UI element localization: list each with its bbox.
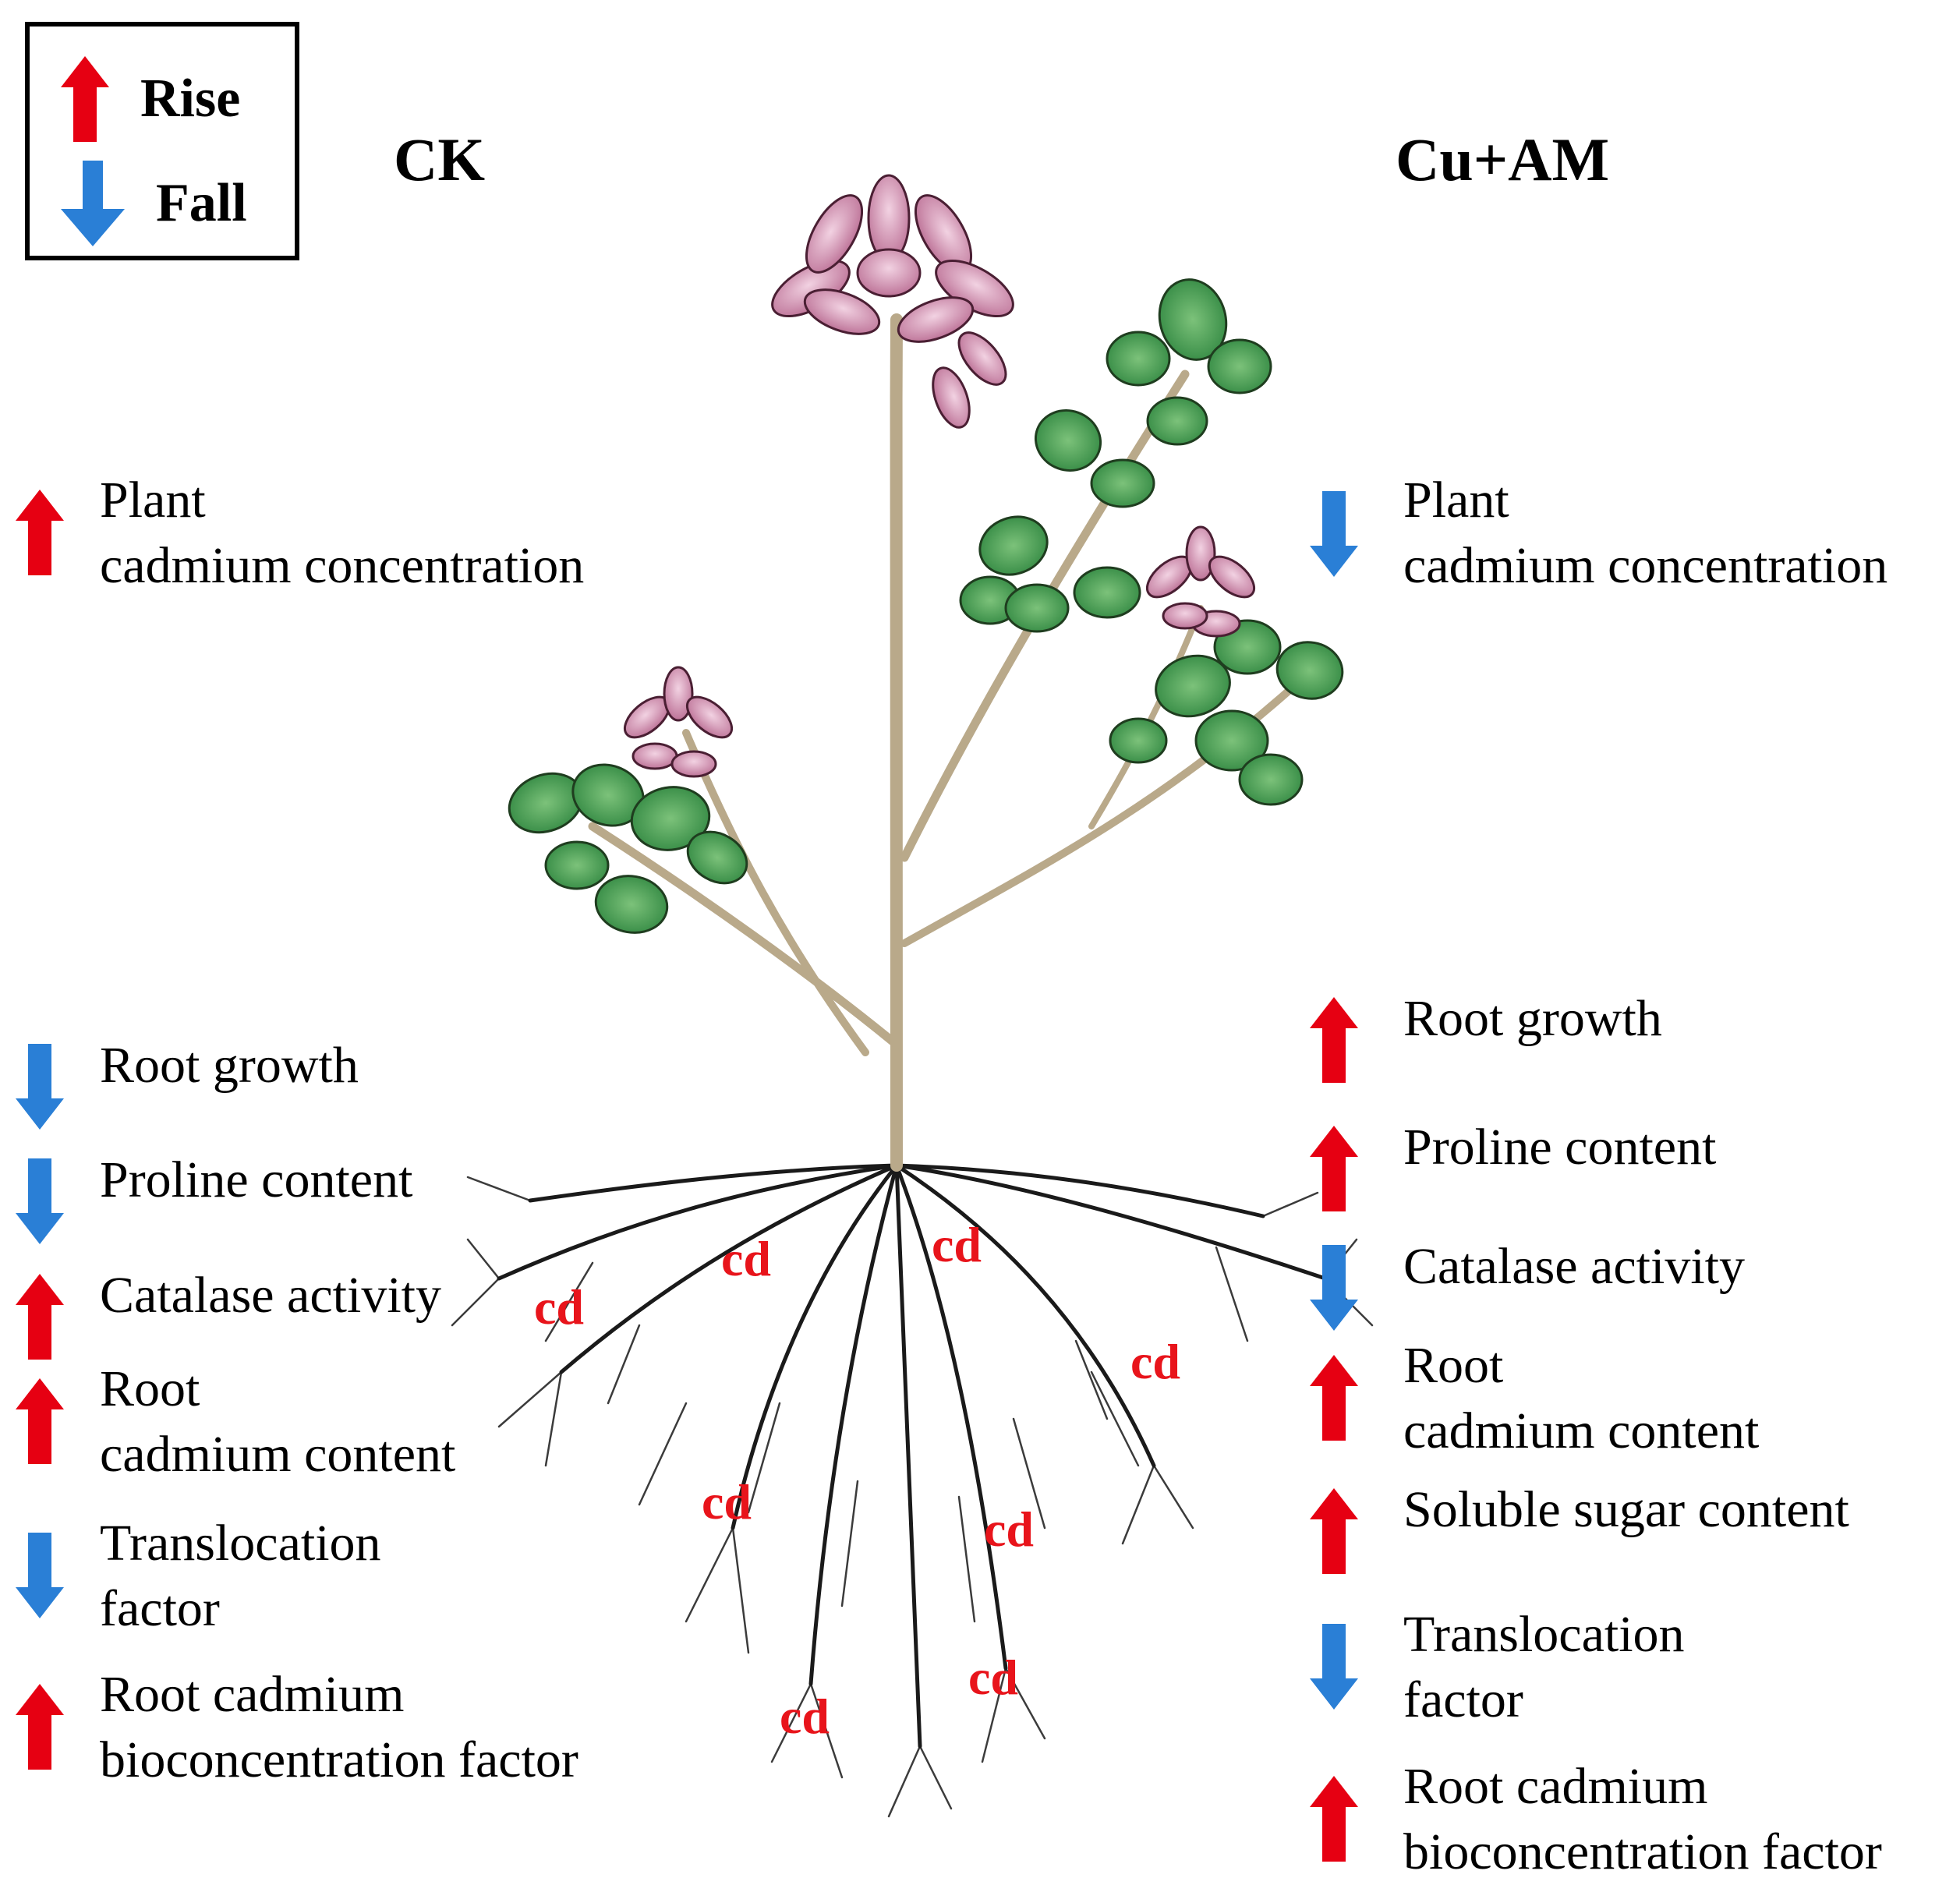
- effect-label: Root cadmium content: [100, 1356, 455, 1487]
- effect-item: Translocation factor: [16, 1511, 381, 1642]
- effect-label-line: Catalase activity: [100, 1267, 441, 1324]
- effect-label: Plant cadmium concentration: [1403, 468, 1887, 599]
- cd-label: cd: [932, 1217, 982, 1272]
- arrow-up-icon: [16, 490, 64, 575]
- arrow-down-icon: [61, 161, 125, 246]
- effect-label-line: Translocation: [1403, 1606, 1685, 1663]
- effect-label: Catalase activity: [1403, 1234, 1745, 1300]
- effect-item: Soluble sugar content: [1310, 1477, 1849, 1574]
- effect-label: Root growth: [1403, 986, 1662, 1052]
- effect-item: Root cadmium bioconcentration factor: [16, 1662, 578, 1793]
- effect-label: Root cadmium bioconcentration factor: [100, 1662, 578, 1793]
- arrow-down-icon: [16, 1533, 64, 1618]
- arrow-up-icon: [16, 1684, 64, 1770]
- effect-label-line: bioconcentration factor: [100, 1731, 578, 1788]
- effect-item: Plant cadmium concentration: [16, 468, 584, 599]
- effect-item: Proline content: [16, 1148, 412, 1244]
- effect-label-line: Soluble sugar content: [1403, 1481, 1849, 1538]
- cd-label: cd: [721, 1231, 771, 1286]
- legend-fall: Fall: [61, 161, 247, 246]
- arrow-down-icon: [16, 1044, 64, 1130]
- effect-label: Root cadmium bioconcentration factor: [1403, 1754, 1882, 1885]
- effect-label-line: factor: [100, 1580, 220, 1637]
- effect-label-line: Root cadmium: [1403, 1758, 1708, 1815]
- effect-item: Catalase activity: [16, 1263, 441, 1360]
- arrow-up-icon: [1310, 997, 1358, 1083]
- cd-label: cd: [984, 1501, 1034, 1557]
- effect-label-line: cadmium content: [100, 1426, 456, 1483]
- effect-label-line: Root cadmium: [100, 1666, 405, 1723]
- arrow-up-icon: [16, 1378, 64, 1464]
- arrow-up-icon: [16, 1274, 64, 1360]
- effect-label-line: bioconcentration factor: [1403, 1823, 1882, 1880]
- effect-item: Root cadmium content: [16, 1356, 455, 1487]
- effect-label-line: Proline content: [1403, 1119, 1717, 1176]
- effect-item: Root cadmium bioconcentration factor: [1310, 1754, 1882, 1885]
- heading-cu-am: Cu+AM: [1396, 126, 1610, 193]
- effect-item: Root growth: [1310, 986, 1662, 1083]
- roots: [451, 1163, 1374, 1818]
- effect-label-line: Translocation: [100, 1515, 381, 1572]
- effect-label-line: cadmium content: [1403, 1402, 1760, 1459]
- arrow-up-icon: [1310, 1355, 1358, 1441]
- arrow-up-icon: [61, 56, 109, 142]
- effect-label: Translocation factor: [1403, 1602, 1685, 1733]
- effect-item: Root growth: [16, 1033, 359, 1130]
- arrow-up-icon: [1310, 1126, 1358, 1211]
- effect-label-line: Proline content: [100, 1151, 413, 1208]
- effect-label: Plant cadmium concentration: [100, 468, 584, 599]
- leaves: [508, 278, 1344, 934]
- effect-label-line: cadmium concentration: [100, 537, 585, 594]
- effect-label-line: Root: [100, 1360, 200, 1417]
- effect-label-line: Plant: [1403, 472, 1509, 529]
- effect-label-line: Root growth: [1403, 990, 1662, 1047]
- arrow-up-icon: [1310, 1488, 1358, 1574]
- effect-item: Translocation factor: [1310, 1602, 1685, 1733]
- effect-item: Root cadmium content: [1310, 1333, 1759, 1464]
- effect-label: Catalase activity: [100, 1263, 441, 1328]
- stems: [588, 313, 1298, 1172]
- effect-label: Translocation factor: [100, 1511, 381, 1642]
- effect-label-line: factor: [1403, 1671, 1523, 1728]
- effect-item: Plant cadmium concentration: [1310, 468, 1887, 599]
- legend-fall-label: Fall: [156, 173, 247, 233]
- arrow-up-icon: [1310, 1776, 1358, 1862]
- arrow-down-icon: [16, 1158, 64, 1244]
- arrow-down-icon: [1310, 1245, 1358, 1331]
- legend-rise: Rise: [61, 56, 240, 142]
- effect-label: Soluble sugar content: [1403, 1477, 1849, 1543]
- flowers: [624, 174, 1255, 778]
- effect-label: Proline content: [1403, 1115, 1716, 1180]
- arrow-down-icon: [1310, 491, 1358, 577]
- effect-label-line: Root growth: [100, 1037, 359, 1094]
- effect-label-line: Plant: [100, 472, 206, 529]
- effect-item: Proline content: [1310, 1115, 1716, 1211]
- effect-label-line: cadmium concentration: [1403, 537, 1888, 594]
- cd-label: cd: [1130, 1334, 1180, 1389]
- effect-label: Proline content: [100, 1148, 412, 1213]
- cd-label: cd: [780, 1689, 830, 1744]
- effect-item: Catalase activity: [1310, 1234, 1745, 1331]
- cd-label: cd: [534, 1279, 584, 1335]
- cd-label: cd: [702, 1474, 752, 1530]
- arrow-down-icon: [1310, 1624, 1358, 1710]
- effect-label-line: Root: [1403, 1337, 1504, 1394]
- effect-label: Root cadmium content: [1403, 1333, 1759, 1464]
- heading-ck: CK: [394, 126, 485, 193]
- effect-label: Root growth: [100, 1033, 359, 1098]
- cd-label: cd: [968, 1650, 1018, 1705]
- legend-rise-label: Rise: [140, 69, 241, 129]
- effect-label-line: Catalase activity: [1403, 1238, 1745, 1295]
- legend-box: Rise Fall: [25, 22, 299, 260]
